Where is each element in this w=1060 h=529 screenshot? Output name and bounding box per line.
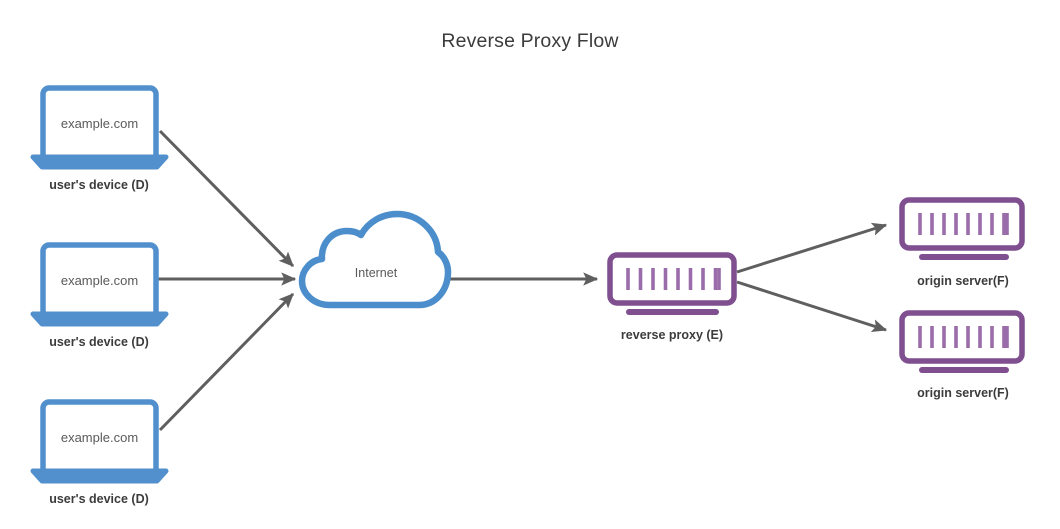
device-screen-text: example.com [61,430,138,445]
arrow-device-bottom-to-cloud [158,292,295,432]
device-screen-text: example.com [61,273,138,288]
server-icon [899,197,1025,260]
laptop-icon [30,242,169,327]
node-device-middle[interactable]: example.com user's device (D) [30,242,169,349]
connection-arrows [158,129,888,432]
laptop-icon [30,399,169,484]
device-label: user's device (D) [49,335,149,349]
node-origin-server-top[interactable]: origin server(F) [899,197,1025,288]
node-device-bottom[interactable]: example.com user's device (D) [30,399,169,506]
server-icon [899,310,1025,373]
arrow-device-top-to-cloud [158,129,295,268]
device-label: user's device (D) [49,178,149,192]
node-internet-cloud[interactable]: Internet [298,210,452,309]
page-title: Reverse Proxy Flow [441,30,619,52]
laptop-icon [30,85,169,170]
arrow-proxy-to-origin-bottom [736,280,888,333]
device-screen-text: example.com [61,116,138,131]
node-origin-server-bottom[interactable]: origin server(F) [899,310,1025,400]
arrow-proxy-to-origin-top [736,222,888,274]
origin-label: origin server(F) [917,274,1009,288]
origin-label: origin server(F) [917,386,1009,400]
cloud-label: Internet [355,266,398,280]
node-device-top[interactable]: example.com user's device (D) [30,85,169,192]
device-label: user's device (D) [49,492,149,506]
cloud-icon [298,210,452,309]
server-icon [607,252,737,315]
node-reverse-proxy[interactable]: reverse proxy (E) [607,252,737,342]
proxy-label: reverse proxy (E) [621,328,723,342]
